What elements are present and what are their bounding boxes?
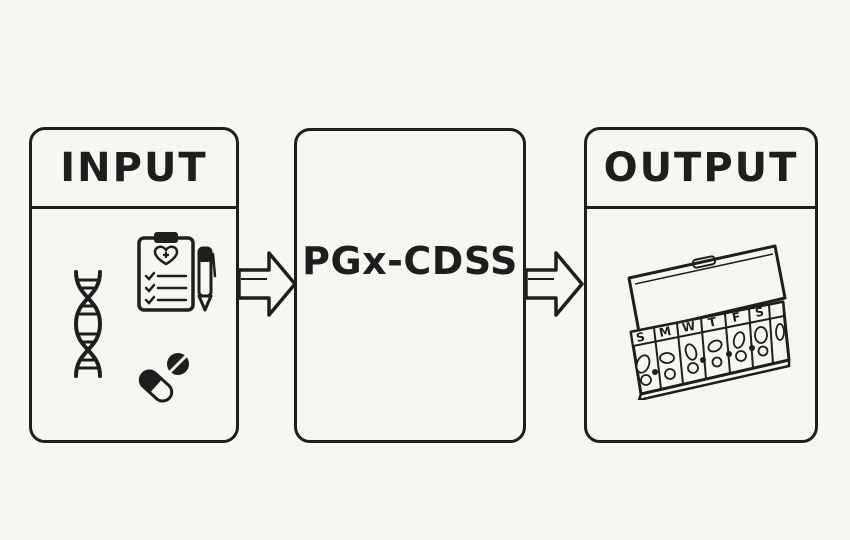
process-box: PGx-CDSS (294, 128, 526, 443)
day-label: M (658, 324, 672, 340)
day-label: S (754, 305, 765, 320)
input-title: INPUT (60, 145, 208, 191)
dna-icon (73, 270, 103, 378)
day-label: T (707, 314, 719, 329)
output-title: OUTPUT (603, 145, 799, 191)
day-label: W (681, 319, 697, 335)
pills-icon (138, 353, 189, 403)
pill-organizer-icon: S M W T F S (627, 244, 791, 400)
process-label: PGx-CDSS (302, 239, 518, 283)
day-label: F (731, 310, 742, 325)
clipboard-icon (137, 232, 217, 312)
pen-icon (197, 246, 217, 312)
day-label: S (635, 330, 646, 345)
arrow-right-icon (237, 251, 297, 317)
input-header: INPUT (32, 130, 236, 209)
input-box: INPUT (29, 127, 239, 443)
output-header: OUTPUT (587, 130, 815, 209)
arrow-right-icon (524, 251, 584, 317)
output-box: OUTPUT S M W T (584, 127, 818, 443)
